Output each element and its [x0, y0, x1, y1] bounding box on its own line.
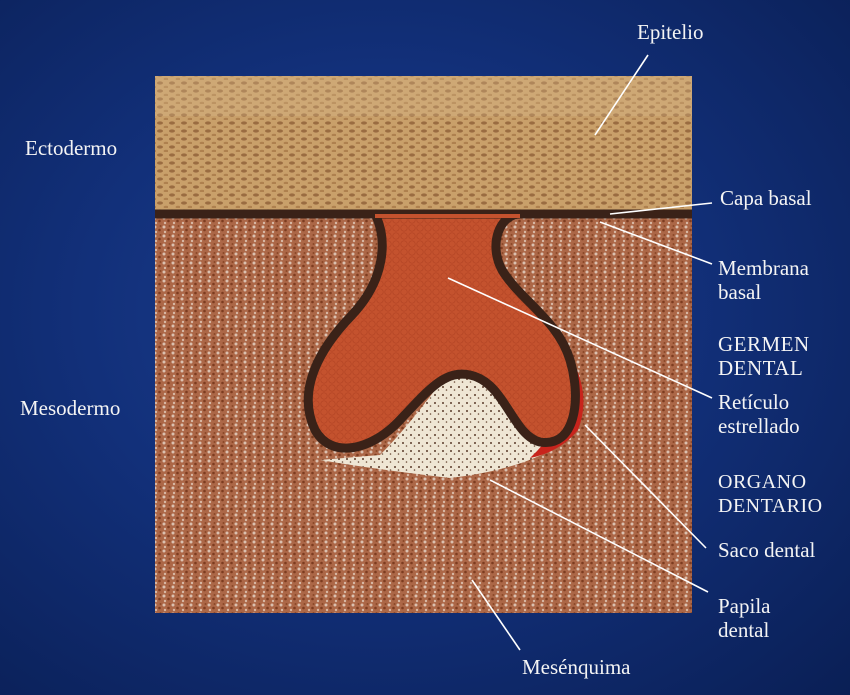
label-papila-line2: dental — [718, 618, 771, 642]
label-papila-dental: Papila dental — [718, 594, 771, 642]
label-mesenquima: Mesénquima — [522, 655, 630, 679]
label-organo-line2: DENTARIO — [718, 494, 823, 518]
label-germen-line1: GERMEN — [718, 332, 810, 356]
label-membrana-line1: Membrana — [718, 256, 809, 280]
label-membrana-line2: basal — [718, 280, 809, 304]
label-membrana-basal: Membrana basal — [718, 256, 809, 304]
label-reticulo-estrellado: Retículo estrellado — [718, 390, 800, 438]
label-reticulo-line1: Retículo — [718, 390, 800, 414]
label-mesodermo: Mesodermo — [20, 396, 120, 420]
tissue-section — [155, 76, 692, 613]
label-germen-dental: GERMEN DENTAL — [718, 332, 810, 380]
label-papila-line1: Papila — [718, 594, 771, 618]
label-ectodermo: Ectodermo — [25, 136, 117, 160]
label-organo-dentario: ORGANO DENTARIO — [718, 470, 823, 518]
label-capa-basal: Capa basal — [720, 186, 812, 210]
label-reticulo-line2: estrellado — [718, 414, 800, 438]
label-organo-line1: ORGANO — [718, 470, 823, 494]
label-saco-dental: Saco dental — [718, 538, 815, 562]
label-epitelio: Epitelio — [637, 20, 704, 44]
label-germen-line2: DENTAL — [718, 356, 810, 380]
